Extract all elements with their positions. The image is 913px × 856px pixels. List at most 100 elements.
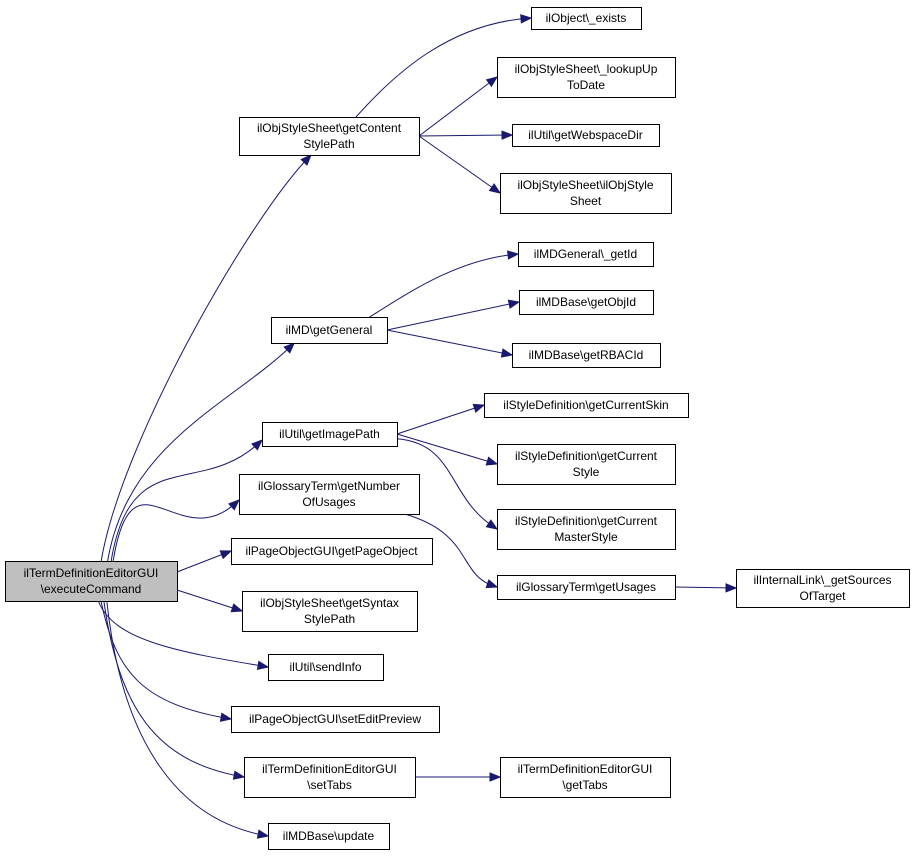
node-set-tabs[interactable]: ilTermDefinitionEditorGUI \setTabs xyxy=(244,757,416,798)
node-label-line: ilStyleDefinition\getCurrentSkin xyxy=(503,398,668,412)
arrowhead-icon xyxy=(500,348,514,358)
node-label-line: \setTabs xyxy=(307,778,352,792)
node-box xyxy=(512,343,661,368)
node-label-line: ilUtil\getImagePath xyxy=(279,427,380,441)
edge-get-image-path-to-get-current-master-style xyxy=(396,438,498,530)
node-label-line: ilTermDefinitionEditorGUI xyxy=(262,762,397,776)
node-box xyxy=(497,57,676,98)
arrowhead-icon xyxy=(488,183,502,194)
node-label-line: StylePath xyxy=(304,612,355,626)
arrowhead-icon xyxy=(219,550,233,560)
node-label-line: ilPageObjectGUI\setEditPreview xyxy=(249,712,421,726)
node-box xyxy=(268,823,390,850)
arrowhead-icon xyxy=(485,579,499,589)
node-box xyxy=(239,474,420,515)
node-set-edit-preview[interactable]: ilPageObjectGUI\setEditPreview xyxy=(231,706,440,733)
node-label-line: ilMD\getGeneral xyxy=(286,323,373,337)
node-get-general[interactable]: ilMD\getGeneral xyxy=(271,317,388,344)
arrowhead-icon xyxy=(219,712,233,722)
node-root[interactable]: ilTermDefinitionEditorGUI\executeCommand xyxy=(5,561,178,602)
node-label-line: \executeCommand xyxy=(41,582,142,596)
node-label-line: ilGlossaryTerm\getNumber xyxy=(258,479,400,493)
arrowhead-icon xyxy=(228,499,240,511)
node-label-line: OfUsages xyxy=(302,495,355,509)
arrowhead-icon xyxy=(300,154,312,166)
node-get-image-path[interactable]: ilUtil\getImagePath xyxy=(262,422,398,447)
node-md-general-get-id[interactable]: ilMDGeneral\_getId xyxy=(518,242,654,267)
arrowhead-icon xyxy=(520,14,533,24)
node-label-line: ToDate xyxy=(567,78,605,92)
edge-root-to-get-image-path xyxy=(110,439,263,562)
call-edges xyxy=(97,14,738,839)
edge-get-content-style-path-to-il-obj-style-sheet xyxy=(418,135,501,194)
node-label-line: ilObject\_exists xyxy=(546,11,627,25)
edge-root-to-get-syntax-style-path xyxy=(176,589,243,612)
node-get-page-object[interactable]: ilPageObjectGUI\getPageObject xyxy=(231,538,433,565)
node-label-line: ilMDGeneral\_getId xyxy=(534,247,637,261)
node-box xyxy=(484,393,689,418)
node-box xyxy=(531,7,642,30)
node-label-line: ilObjStyleSheet\getContent xyxy=(257,121,402,135)
node-get-obj-id[interactable]: ilMDBase\getObjId xyxy=(519,290,654,315)
edge-get-general-to-get-rbacid xyxy=(386,329,513,356)
edge-root-to-get-number-of-usages xyxy=(112,499,240,562)
arrowhead-icon xyxy=(283,342,296,354)
node-box xyxy=(500,173,672,214)
arrowhead-icon xyxy=(256,829,270,839)
arrowhead-icon xyxy=(507,299,521,309)
arrowhead-icon xyxy=(489,772,502,782)
node-label-line: ilUtil\sendInfo xyxy=(289,660,361,674)
node-label-line: ilStyleDefinition\getCurrent xyxy=(515,449,658,463)
node-box xyxy=(512,124,660,147)
node-label-line: StylePath xyxy=(303,137,354,151)
node-get-rbacid[interactable]: ilMDBase\getRBACId xyxy=(512,343,661,368)
edge-root-to-set-edit-preview xyxy=(100,600,232,720)
edge-get-general-to-md-general-get-id xyxy=(369,253,519,318)
node-label-line: \getTabs xyxy=(562,778,607,792)
edge-root-to-set-tabs xyxy=(103,600,245,778)
node-box xyxy=(231,538,433,565)
function-nodes: ilTermDefinitionEditorGUI\executeCommand… xyxy=(5,7,910,850)
node-label-line: ilGlossaryTerm\getUsages xyxy=(516,580,656,594)
edge-get-content-style-path-to-lookup-up-to-date xyxy=(418,76,498,137)
node-box xyxy=(231,706,440,733)
node-label-line: ilPageObjectGUI\getPageObject xyxy=(245,544,418,558)
edge-get-image-path-to-get-current-style xyxy=(396,433,498,465)
node-get-current-skin[interactable]: ilStyleDefinition\getCurrentSkin xyxy=(484,393,689,418)
node-get-webspace-dir[interactable]: ilUtil\getWebspaceDir xyxy=(512,124,660,147)
node-label-line: ilMDBase\getRBACId xyxy=(529,348,644,362)
edge-root-to-get-general xyxy=(107,342,295,562)
node-label-line: MasterStyle xyxy=(554,530,618,544)
node-get-usages[interactable]: ilGlossaryTerm\getUsages xyxy=(497,575,676,600)
arrowhead-icon xyxy=(472,403,486,413)
node-obj-exists[interactable]: ilObject\_exists xyxy=(531,7,642,30)
arrowhead-icon xyxy=(485,456,499,466)
node-box xyxy=(271,317,388,344)
node-get-tabs[interactable]: ilTermDefinitionEditorGUI\getTabs xyxy=(500,757,671,798)
node-label-line: ilStyleDefinition\getCurrent xyxy=(515,514,658,528)
arrowhead-icon xyxy=(232,770,246,780)
node-label-line: ilInternalLink\_getSources xyxy=(753,573,891,587)
node-send-info[interactable]: ilUtil\sendInfo xyxy=(268,654,384,681)
edge-root-to-md-base-update xyxy=(106,600,269,837)
node-box xyxy=(497,444,676,485)
node-box xyxy=(242,591,418,632)
node-label-line: ilMDBase\update xyxy=(283,829,375,843)
node-il-obj-style-sheet[interactable]: ilObjStyleSheet\ilObjStyleSheet xyxy=(500,173,672,214)
arrowhead-icon xyxy=(256,660,270,670)
node-box xyxy=(500,757,671,798)
node-box xyxy=(497,509,676,550)
node-label-line: ilMDBase\getObjId xyxy=(536,295,636,309)
node-md-base-update[interactable]: ilMDBase\update xyxy=(268,823,390,850)
node-label-line: ilUtil\getWebspaceDir xyxy=(528,128,643,142)
node-label-line: OfTarget xyxy=(799,589,846,603)
arrowhead-icon xyxy=(725,583,738,593)
